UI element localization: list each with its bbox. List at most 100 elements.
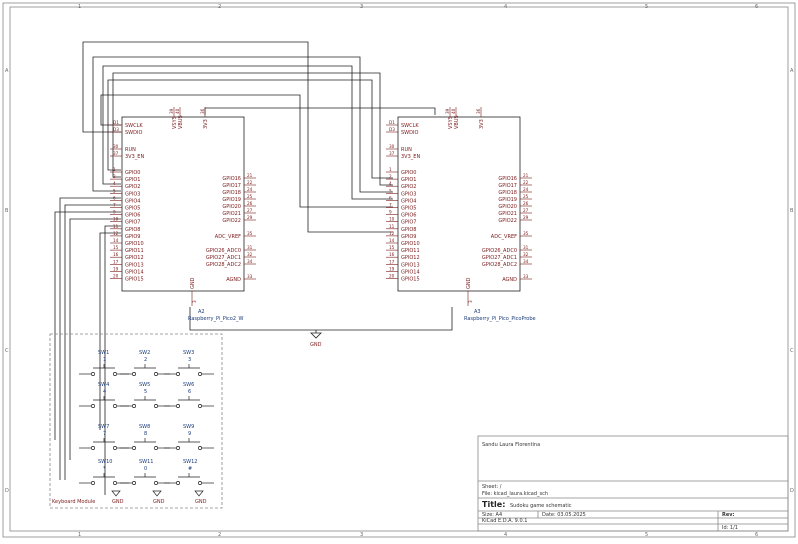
pin-name: GPIO0 (125, 170, 140, 176)
pin-name: GPIO7 (125, 220, 140, 226)
switch-contact (176, 404, 180, 408)
gnd-label: GND (195, 499, 207, 505)
frame-row-left-A: A (5, 68, 9, 74)
gnd-label: GND (112, 499, 124, 505)
pin-name: GPIO0 (401, 170, 416, 176)
pin-number: 40 (175, 108, 180, 114)
symbol-ref: A3 (474, 309, 481, 315)
pin-number: 2 (389, 174, 392, 179)
switch-ref: SW7 (98, 424, 109, 430)
pin-name: SWDIO (125, 130, 142, 136)
switch-contact (113, 404, 117, 408)
pin-number: 26 (523, 201, 529, 206)
pin-name: GPIO22 (498, 218, 517, 224)
pin-number: 3 (468, 300, 473, 303)
frame-col-bottom-1: 1 (78, 532, 81, 538)
pin-name: GPIO19 (222, 197, 241, 203)
switch-contact (198, 481, 202, 485)
pin-number: 26 (247, 201, 253, 206)
keypad-switches: SW11SW22SW33SW44SW55SW66SW77SW88SW99SW10… (79, 350, 214, 505)
tb-author: Sandu Laura Florentina (482, 442, 540, 448)
pin-name: GPIO18 (222, 190, 241, 196)
pin-number: 30 (113, 144, 119, 149)
pin-name: GPIO14 (401, 269, 420, 275)
pin-name: GPIO8 (125, 227, 140, 233)
frame-col-top-1: 1 (78, 4, 81, 10)
pin-name: GPIO4 (401, 198, 416, 204)
inner-frame (9, 6, 789, 532)
symbol-value: Raspberry_Pi_Pico_PicoProbe (464, 316, 536, 322)
pin-name: GPIO5 (125, 206, 140, 212)
keyboard-module-box (49, 333, 223, 509)
symbol-ref: A2 (198, 309, 205, 315)
pin-name: GPIO28_ADC2 (206, 262, 241, 268)
switch-ref: SW6 (183, 382, 194, 388)
frame-col-bottom-4: 4 (504, 532, 507, 538)
pin-name: GPIO20 (222, 204, 241, 210)
pin-number: 4 (113, 181, 116, 186)
switch-sw1: SW11 (79, 350, 129, 376)
switch-value: * (103, 466, 106, 472)
frame-row-right-A: A (790, 68, 794, 74)
pin-name: GPIO10 (401, 241, 420, 247)
frame-row-left-B: B (5, 208, 9, 214)
pin-name: GPIO4 (125, 198, 140, 204)
pin-number: D3 (113, 127, 119, 132)
pin-name: GPIO28_ADC2 (482, 262, 517, 268)
switch-value: # (188, 466, 192, 472)
pin-number: 9 (113, 210, 116, 215)
pin-number: 32 (247, 252, 253, 257)
frame-row-left-D: D (5, 488, 9, 494)
gnd-symbol (152, 490, 162, 497)
pin-number: 14 (389, 238, 395, 243)
pin-number: 7 (113, 203, 116, 208)
switch-contact (176, 372, 180, 376)
frame-col-top-2: 2 (218, 4, 221, 10)
pin-number: 4 (389, 181, 392, 186)
pin-name: ADC_VREF (491, 234, 517, 240)
pin-name: RUN (401, 147, 412, 153)
switch-value: 1 (103, 357, 106, 363)
pin-number: D1 (389, 120, 395, 125)
pin-name: GPIO11 (125, 248, 144, 254)
pin-number: 37 (113, 151, 119, 156)
switch-contact (132, 481, 136, 485)
tb-title-label: Title: (482, 500, 505, 509)
title-block: Sandu Laura Florentina Sheet: / File: ki… (477, 435, 789, 532)
pin-number: 14 (113, 238, 119, 243)
tb-kicad: KiCad E.D.A. 9.0.1 (482, 518, 527, 524)
pin-name: GND (466, 277, 472, 289)
pin-name: GPIO13 (125, 262, 144, 268)
switch-value: 2 (144, 357, 147, 363)
pin-number: 5 (389, 188, 392, 193)
pin-name: GPIO18 (498, 190, 517, 196)
switch-contact (91, 481, 95, 485)
switch-value: 6 (188, 389, 191, 395)
frame-col-top-6: 6 (755, 4, 758, 10)
pin-number: 19 (113, 266, 119, 271)
pin-name: ADC_VREF (215, 234, 241, 240)
pin-name: GPIO17 (222, 183, 241, 189)
pin-number: 21 (247, 173, 253, 178)
switch-sw10: SW10* (79, 459, 129, 485)
pin-name: GPIO21 (222, 211, 241, 217)
frame-col-bottom-6: 6 (755, 532, 758, 538)
switch-sw12: SW12# (164, 459, 214, 485)
pin-name: GPIO8 (401, 227, 416, 233)
pin-name: 3V3_EN (125, 154, 144, 160)
switch-ref: SW4 (98, 382, 109, 388)
pin-name: GPIO1 (125, 177, 140, 183)
frame-row-right-C: C (790, 348, 794, 354)
pin-number: 22 (247, 180, 253, 185)
pin-name: GPIO17 (498, 183, 517, 189)
pin-number: 11 (389, 224, 395, 229)
pin-number: 17 (389, 259, 395, 264)
pin-number: 19 (389, 266, 395, 271)
pin-name: GPIO12 (125, 255, 144, 261)
